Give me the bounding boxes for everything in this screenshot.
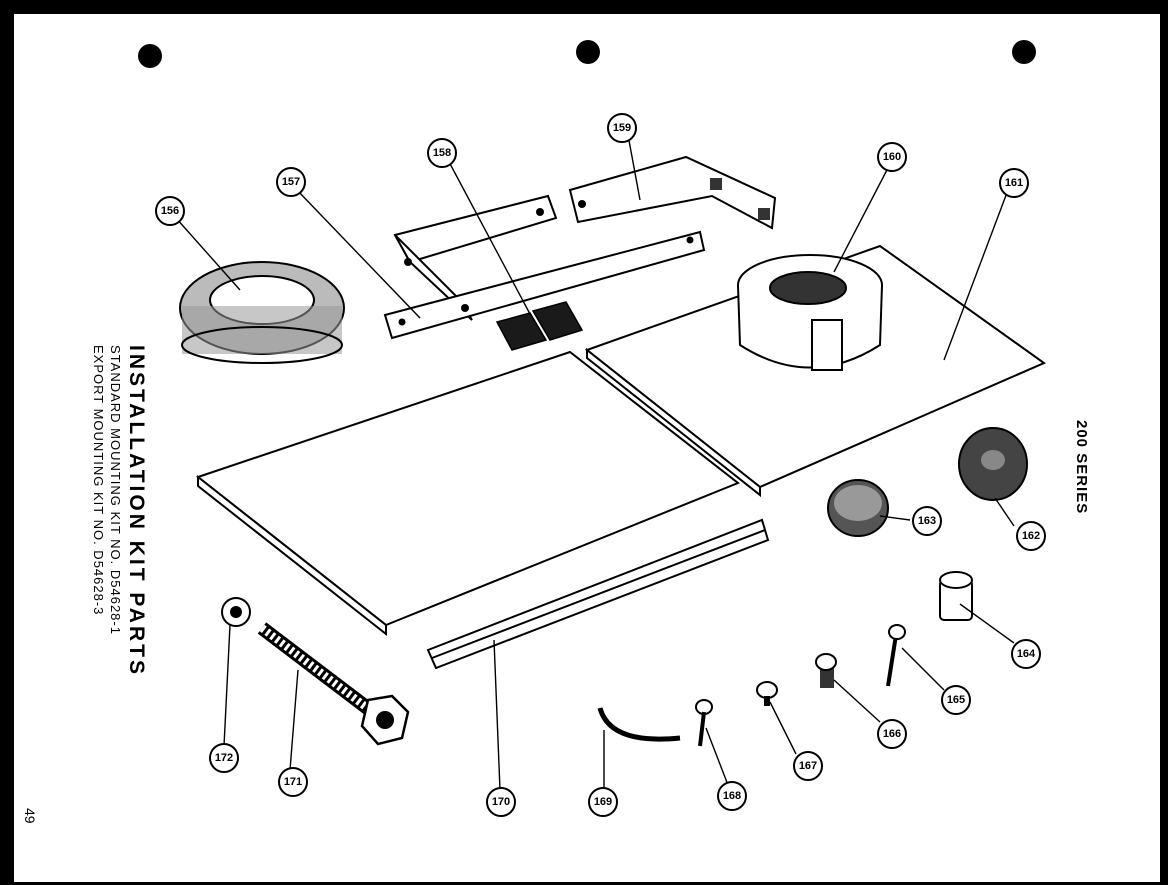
callout-164: 164 (1011, 639, 1041, 669)
callout-162: 162 (1016, 521, 1046, 551)
svg-text:172: 172 (215, 752, 233, 764)
screws-and-fasteners (695, 624, 906, 747)
foam-seal-coil (179, 261, 345, 364)
callout-171: 171 (278, 767, 308, 797)
callout-160: 160 (877, 142, 907, 172)
svg-text:167: 167 (799, 760, 817, 772)
binder-hole-right (1012, 40, 1036, 64)
page-number: 49 (22, 808, 38, 824)
svg-text:164: 164 (1017, 648, 1036, 660)
svg-text:158: 158 (433, 147, 451, 159)
callout-169: 169 (588, 787, 618, 817)
svg-text:162: 162 (1022, 530, 1040, 542)
binder-hole-center (576, 40, 600, 64)
foam-discs (827, 427, 1028, 537)
svg-text:160: 160 (883, 151, 901, 163)
top-panel-edge (586, 347, 761, 498)
svg-text:156: 156 (161, 205, 179, 217)
rail-channel (426, 518, 770, 670)
callout-159: 159 (607, 113, 637, 143)
rubber-pads (495, 301, 584, 351)
callout-163: 163 (912, 506, 942, 536)
bolt-and-washer (221, 597, 410, 746)
callout-166: 166 (877, 719, 907, 749)
svg-text:170: 170 (492, 796, 510, 808)
callout-157: 157 (276, 167, 306, 197)
side-panel-edge (197, 474, 387, 637)
leader-lines (175, 134, 1015, 791)
callout-167: 167 (793, 751, 823, 781)
support-angle-brackets (383, 155, 777, 340)
callout-170: 170 (486, 787, 516, 817)
callout-172: 172 (209, 743, 239, 773)
diagram-title: INSTALLATION KIT PARTS (125, 345, 148, 677)
export-kit-line: EXPORT MOUNTING KIT NO. D54628-3 (91, 345, 106, 616)
callout-156: 156 (155, 196, 185, 226)
spacer-sleeve (939, 571, 973, 621)
svg-text:161: 161 (1005, 177, 1023, 189)
svg-text:159: 159 (613, 122, 631, 134)
svg-text:166: 166 (883, 728, 901, 740)
svg-text:168: 168 (723, 790, 741, 802)
callout-158: 158 (427, 138, 457, 168)
collar-ring (737, 254, 883, 371)
svg-text:171: 171 (284, 776, 302, 788)
retaining-clip (597, 707, 681, 742)
svg-text:165: 165 (947, 694, 965, 706)
svg-text:163: 163 (918, 515, 936, 527)
callout-168: 168 (717, 781, 747, 811)
standard-kit-line: STANDARD MOUNTING KIT NO. D54628-1 (108, 345, 123, 635)
svg-text:157: 157 (282, 176, 300, 188)
callout-161: 161 (999, 168, 1029, 198)
series-label: 200 SERIES (1073, 420, 1090, 515)
callout-165: 165 (941, 685, 971, 715)
binder-hole-left (138, 44, 162, 68)
title-block: INSTALLATION KIT PARTS STANDARD MOUNTING… (78, 345, 148, 677)
svg-text:169: 169 (594, 796, 612, 808)
